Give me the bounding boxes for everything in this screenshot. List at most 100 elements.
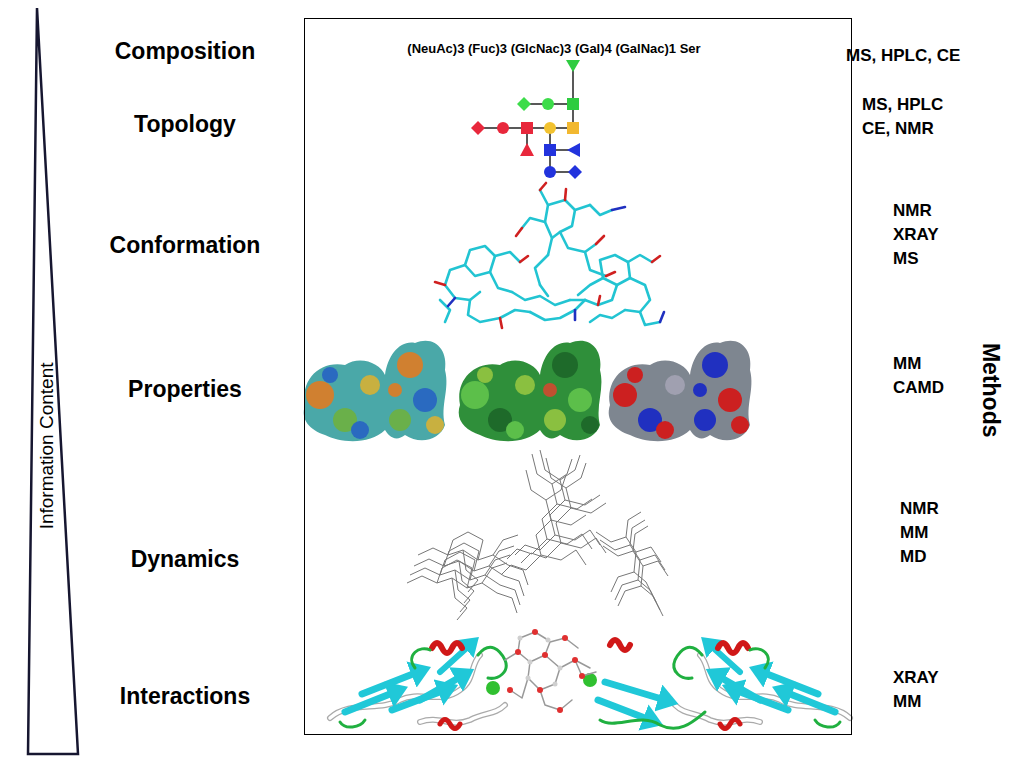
surface-properties-part-part — [459, 341, 602, 441]
protein-complex-part — [486, 681, 500, 695]
stick-model-part-part — [565, 189, 566, 200]
stick-model-part-part — [440, 300, 450, 322]
triangle-shape — [28, 8, 78, 754]
surface-properties — [304, 341, 752, 441]
method-list: NMR XRAY MS — [893, 199, 953, 271]
glycan-symbols-part — [544, 144, 556, 156]
glycan-symbols-part — [471, 121, 485, 135]
stick-model-part-part — [585, 285, 617, 305]
protein-complex-part-part — [537, 687, 543, 693]
surface-properties-part-part-part — [568, 388, 592, 412]
stick-model-part-part — [625, 278, 650, 312]
information-triangle: Information Content — [26, 6, 80, 756]
surface-properties-part — [304, 341, 447, 441]
protein-complex-part — [507, 629, 585, 713]
stick-model-part — [435, 183, 660, 328]
protein-complex-part-part — [558, 666, 563, 671]
surface-properties-part-part-part — [702, 352, 728, 378]
stick-model-part-part — [548, 200, 590, 210]
stick-model-part-part — [660, 312, 664, 322]
protein-complex-part-part — [330, 655, 480, 718]
protein-complex-part-part — [420, 705, 505, 723]
glycan-panel: (NeuAc)3 (Fuc)3 (GlcNac)3 (Gal)4 (GalNac… — [304, 18, 852, 735]
stick-model-part-part — [606, 272, 615, 276]
surface-properties-part-part — [304, 341, 447, 441]
protein-complex-part-part — [420, 676, 462, 700]
protein-complex-part-part — [528, 662, 560, 690]
glycan-symbols-part — [567, 143, 580, 157]
glycan-symbols-part — [567, 122, 579, 134]
surface-properties-part-part-part — [656, 421, 674, 439]
glycan-symbols-part — [542, 98, 554, 110]
glycan-symbols-part — [568, 165, 582, 179]
glycan-symbols-part — [566, 60, 580, 72]
stick-model-part-part — [490, 272, 512, 292]
surface-properties-part-part — [609, 341, 752, 441]
protein-complex-part-part — [518, 632, 548, 652]
protein-complex-part-part — [526, 676, 531, 681]
stick-model-part-part — [578, 278, 603, 295]
protein-complex-part-part — [528, 660, 533, 665]
stick-model-part-part — [540, 183, 546, 190]
protein-complex-part-part — [540, 690, 572, 710]
level-label: Properties — [85, 376, 285, 404]
protein-complex-part — [600, 712, 705, 728]
conformer-ensemble-part-part — [603, 526, 668, 616]
stick-model-part-part — [560, 232, 596, 252]
surface-properties-part-part-part — [351, 421, 369, 439]
stick-model-part-part — [600, 255, 630, 285]
surface-properties-part-part-part — [477, 367, 493, 383]
protein-complex-part-part — [432, 643, 462, 653]
stick-model-part-part — [445, 265, 480, 300]
method-list: XRAY MM — [893, 666, 953, 714]
stick-model-part — [440, 190, 660, 325]
glycan-symbols-part — [567, 98, 579, 110]
conformer-ensemble-part-part — [540, 480, 565, 550]
surface-properties-part-part-part — [718, 388, 742, 412]
protein-complex-part-part — [345, 692, 395, 712]
conformer-ensemble-part-part — [407, 560, 517, 620]
protein-complex-part-part — [572, 657, 578, 663]
surface-properties-part-part-part — [694, 409, 716, 431]
conformer-ensemble-part — [407, 454, 668, 620]
surface-properties-part-part-part — [413, 388, 437, 412]
stick-model-part — [448, 207, 664, 322]
protein-complex-part-part — [362, 672, 418, 694]
method-list: MS, HPLC, CE — [846, 45, 1018, 67]
protein-complex-part-part — [553, 682, 558, 687]
surface-properties-part-part-part — [388, 383, 402, 397]
protein-complex-part — [518, 636, 563, 687]
conformer-ensemble-part-part — [540, 450, 580, 480]
surface-properties-part-part-part — [544, 409, 566, 431]
protein-complex-part-part — [420, 705, 505, 723]
glycan-symbols-part — [497, 122, 509, 134]
stick-model-part-part — [652, 256, 660, 262]
stick-model-part-part — [500, 318, 502, 328]
surface-properties-part-part-part — [543, 383, 557, 397]
glycan-symbols — [471, 60, 582, 179]
surface-properties-part-part-part — [552, 352, 578, 378]
protein-complex-part-part — [478, 647, 506, 678]
conformer-ensemble-part-part — [521, 458, 606, 563]
methods-axis-label: Methods — [977, 343, 1003, 438]
surface-properties-part-part-part — [306, 381, 334, 409]
surface-properties-part-part-part — [515, 375, 535, 395]
protein-complex-part-part — [518, 636, 523, 641]
glycan-symbols-part — [544, 166, 556, 178]
protein-complex-part-part — [557, 707, 563, 713]
protein-complex-part-part — [412, 649, 430, 668]
glycan-symbols-part-part — [572, 66, 574, 128]
conformer-ensemble-part-part — [615, 580, 638, 600]
surface-properties-part-part-part — [360, 375, 380, 395]
stick-model-part-part — [516, 228, 522, 236]
level-label: Composition — [85, 38, 285, 66]
stick-model-part-part — [596, 236, 604, 244]
protein-complex-part-part — [545, 638, 578, 655]
level-label: Dynamics — [85, 546, 285, 574]
surface-properties-part — [609, 341, 752, 441]
stick-model-part-part — [520, 256, 528, 262]
protein-complex-part — [605, 682, 665, 700]
protein-complex-part — [330, 643, 506, 729]
axis-label: Information Content — [35, 363, 57, 530]
